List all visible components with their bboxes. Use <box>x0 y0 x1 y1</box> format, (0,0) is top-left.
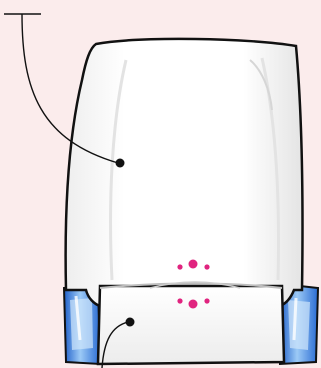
body-highlight-right <box>260 57 280 281</box>
water-tank-right <box>278 282 320 366</box>
leader-dot-lower <box>125 317 135 327</box>
leader-line-lower <box>101 321 129 368</box>
indicator-dots-lower <box>177 298 210 309</box>
indicator-dots-upper <box>177 259 210 270</box>
leader-line-upper <box>4 13 119 164</box>
body-highlight-left <box>109 59 128 281</box>
leader-dot-upper <box>115 158 125 168</box>
device-body <box>64 37 304 308</box>
device-base <box>96 284 286 366</box>
